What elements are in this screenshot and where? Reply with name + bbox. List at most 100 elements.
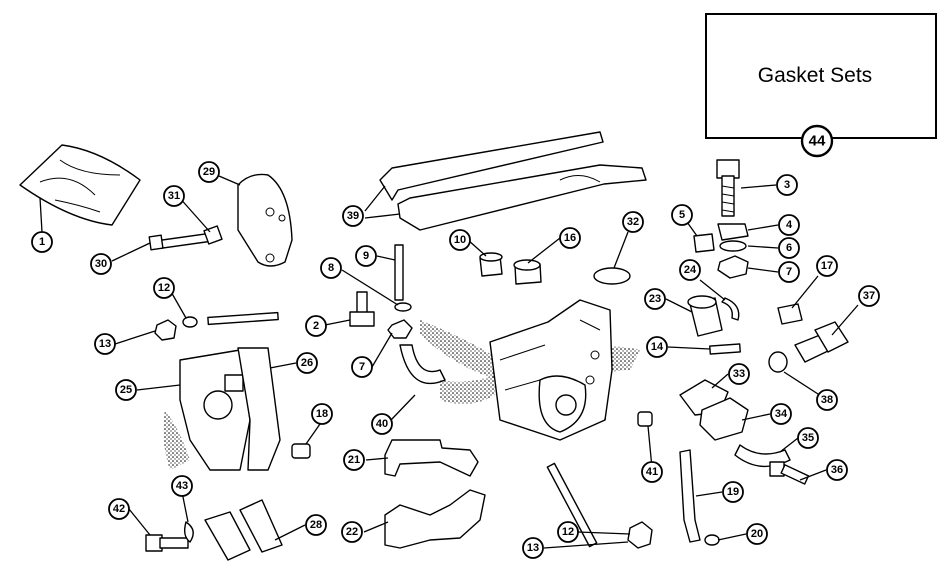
svg-text:22: 22 <box>346 526 358 538</box>
bolt-36-part <box>769 461 810 485</box>
plug-10-part <box>479 252 503 277</box>
clip-24-part <box>721 297 740 321</box>
nut-13-part <box>154 319 177 341</box>
callout-1: 1 <box>31 231 53 253</box>
svg-text:7: 7 <box>786 266 792 278</box>
svg-text:42: 42 <box>113 503 125 515</box>
callout-20: 20 <box>746 523 768 545</box>
svg-text:5: 5 <box>679 209 685 221</box>
svg-text:17: 17 <box>821 260 833 272</box>
callout-42: 42 <box>108 498 130 520</box>
callout-39: 39 <box>342 205 364 227</box>
gasket-21-part <box>384 439 479 477</box>
clamp-35-part <box>734 444 791 468</box>
svg-text:30: 30 <box>95 258 107 270</box>
bolt-3-part <box>716 159 740 217</box>
svg-text:10: 10 <box>454 234 466 246</box>
svg-text:13: 13 <box>99 338 111 350</box>
svg-text:7: 7 <box>359 361 365 373</box>
callout-8: 8 <box>320 257 342 279</box>
page-number-badge: 44 <box>800 124 834 158</box>
bush-23-part <box>687 295 723 337</box>
svg-text:4: 4 <box>786 219 793 231</box>
svg-text:9: 9 <box>363 250 369 262</box>
svg-text:35: 35 <box>802 432 814 444</box>
stud-long-part <box>207 311 279 326</box>
leader-lines <box>39 175 859 549</box>
svg-text:29: 29 <box>203 166 215 178</box>
callout-12-bottom: 12 <box>557 521 579 543</box>
long-bolt-part <box>148 225 223 251</box>
plate-28b-part <box>239 499 283 553</box>
callout-9: 9 <box>355 245 377 267</box>
stud-part <box>394 244 404 301</box>
svg-text:28: 28 <box>310 519 322 531</box>
washer-12-part <box>182 316 198 328</box>
plug-18-part <box>291 443 311 459</box>
svg-text:1: 1 <box>39 236 45 248</box>
callout-37: 37 <box>858 285 880 307</box>
svg-text:6: 6 <box>786 242 792 254</box>
seal-ring-part <box>593 267 631 285</box>
callout-21: 21 <box>343 449 365 471</box>
svg-text:16: 16 <box>564 232 576 244</box>
callout-30: 30 <box>90 253 112 275</box>
callout-5: 5 <box>671 204 693 226</box>
svg-text:40: 40 <box>376 418 388 430</box>
callout-23: 23 <box>644 288 666 310</box>
svg-text:34: 34 <box>775 408 788 420</box>
bolt-42-part <box>145 534 189 552</box>
sump-gasket-part <box>379 131 647 231</box>
plug-17-part <box>777 303 803 325</box>
union-37-part <box>794 321 849 363</box>
engine-block-part <box>420 299 640 441</box>
washer-20-part <box>704 534 720 546</box>
svg-text:24: 24 <box>684 264 697 276</box>
nut-7-part <box>387 319 413 339</box>
callout-3: 3 <box>776 174 798 196</box>
callout-14: 14 <box>646 336 668 358</box>
svg-text:25: 25 <box>120 384 132 396</box>
svg-text:41: 41 <box>646 466 658 478</box>
cap-5-part <box>693 233 715 253</box>
callout-7-right: 7 <box>778 261 800 283</box>
callout-41: 41 <box>641 461 663 483</box>
stud-14-part <box>709 343 741 355</box>
lock-plate-part <box>717 223 749 241</box>
washer-6-part <box>719 240 747 252</box>
callout-36: 36 <box>826 459 848 481</box>
svg-text:14: 14 <box>651 341 664 353</box>
timing-cover-part <box>163 347 281 471</box>
callout-4: 4 <box>778 214 800 236</box>
bearing-shell-part <box>399 344 446 385</box>
callout-40: 40 <box>371 413 393 435</box>
callout-18: 18 <box>311 403 333 425</box>
callout-28: 28 <box>305 514 327 536</box>
callout-16: 16 <box>559 227 581 249</box>
callout-29: 29 <box>198 161 220 183</box>
callout-13-left: 13 <box>94 333 116 355</box>
callout-32: 32 <box>622 211 644 233</box>
svg-text:21: 21 <box>348 454 360 466</box>
callout-38: 38 <box>816 389 838 411</box>
title-text: Gasket Sets <box>758 64 872 87</box>
callout-6: 6 <box>778 237 800 259</box>
nut-13b-part <box>627 521 653 549</box>
callout-10: 10 <box>449 229 471 251</box>
svg-text:20: 20 <box>751 528 763 540</box>
callout-13-bottom: 13 <box>522 537 544 559</box>
cover-plate-part <box>237 173 293 267</box>
svg-text:23: 23 <box>649 293 661 305</box>
plate-28a-part <box>204 511 251 561</box>
svg-text:31: 31 <box>168 190 180 202</box>
nut-7b-part <box>717 255 749 279</box>
callout-7-left: 7 <box>351 356 373 378</box>
callout-26: 26 <box>296 352 318 374</box>
svg-text:38: 38 <box>821 394 833 406</box>
callout-25: 25 <box>115 379 137 401</box>
svg-text:3: 3 <box>784 179 790 191</box>
plug-16-part <box>513 259 542 285</box>
callout-12-left: 12 <box>153 277 175 299</box>
page-number: 44 <box>809 133 826 150</box>
